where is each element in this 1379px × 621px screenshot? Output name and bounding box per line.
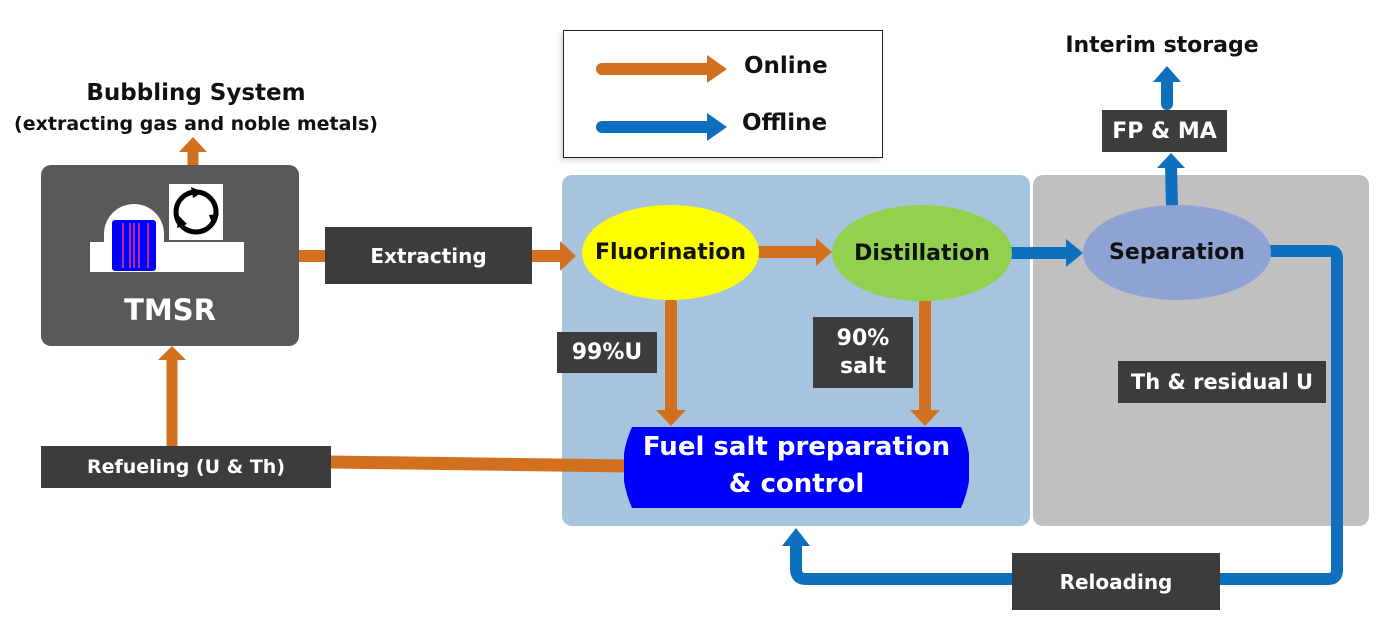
- reactor-icon: [90, 204, 244, 272]
- tmsr-block: TMSR: [41, 165, 299, 346]
- distillation-node: Distillation: [832, 205, 1012, 301]
- tmsr-label: TMSR: [124, 293, 216, 327]
- legend: Online Offline: [563, 30, 883, 158]
- fluorination-node: Fluorination: [582, 205, 759, 300]
- legend-label-offline: Offline: [742, 110, 828, 136]
- fuel-salt-line2: & control: [728, 469, 865, 499]
- salt-90-label: 90% salt: [813, 317, 913, 388]
- cycle-icon: [169, 184, 223, 240]
- arrow-separation-to-fpma: [1157, 153, 1185, 207]
- fuel-salt-line1: Fuel salt preparation: [642, 432, 951, 462]
- salt-90-line2: salt: [840, 353, 886, 379]
- arrow-fluorination-to-fuelsalt: [656, 298, 686, 426]
- arrow-extracting-to-fluorination: [532, 241, 576, 271]
- arrow-separation-reloading-loop: [782, 245, 1343, 585]
- arrow-distillation-to-separation: [1004, 239, 1083, 267]
- refueling-label: Refueling (U & Th): [41, 446, 331, 488]
- fuel-salt-preparation-node: Fuel salt preparation & control: [624, 427, 969, 508]
- extracting-label: Extracting: [325, 227, 532, 284]
- bubbling-system-title: Bubbling System: [86, 80, 306, 106]
- interim-storage-title: Interim storage: [1065, 33, 1259, 58]
- salt-90-line1: 90%: [836, 325, 890, 351]
- arrow-refueling-to-tmsr: [158, 346, 186, 447]
- th-residual-u-label: Th & residual U: [1118, 361, 1326, 403]
- arrow-fuelsalt-to-refueling: [329, 455, 631, 473]
- arrow-distillation-to-fuelsalt: [910, 296, 940, 426]
- uranium-99-label: 99%U: [557, 332, 657, 373]
- arrow-fluorination-to-distillation: [758, 238, 832, 266]
- legend-item-offline: Offline: [592, 107, 872, 147]
- online-arrow-icon: [596, 55, 727, 83]
- arrow-fpma-to-interim: [1153, 66, 1181, 110]
- legend-item-online: Online: [592, 49, 872, 89]
- bubbling-system-subtitle: (extracting gas and noble metals): [14, 113, 378, 135]
- fp-ma-label: FP & MA: [1102, 110, 1227, 152]
- fuel-core-icon: [112, 220, 156, 271]
- offline-arrow-icon: [596, 113, 727, 141]
- legend-label-online: Online: [744, 53, 828, 79]
- separation-node: Separation: [1083, 205, 1271, 300]
- reloading-label: Reloading: [1012, 553, 1220, 610]
